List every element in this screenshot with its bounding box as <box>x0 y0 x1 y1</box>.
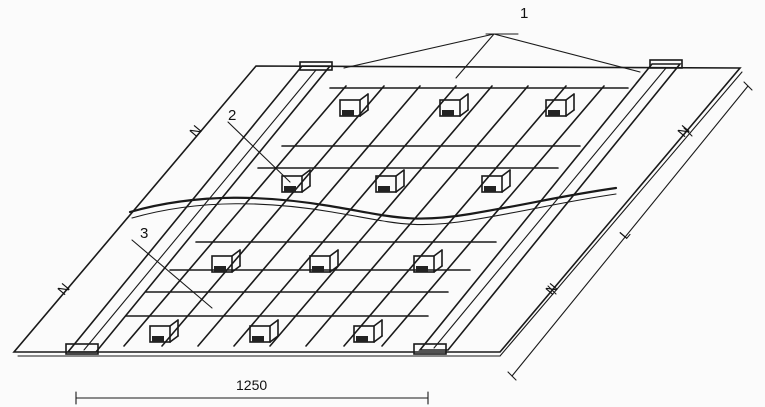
n-mark-bottom-left: N <box>54 280 73 298</box>
base-slab <box>12 65 743 357</box>
chair-5 <box>375 169 405 193</box>
chair-10 <box>149 319 179 343</box>
callout-3-label: 3 <box>140 225 148 242</box>
support-chairs <box>149 93 575 343</box>
chair-12 <box>353 319 383 343</box>
transverse-bars <box>125 87 629 317</box>
n-mark-top-left: N <box>186 122 205 140</box>
chair-9 <box>413 249 443 273</box>
callout-2-label: 2 <box>228 107 236 124</box>
chair-6 <box>481 169 511 193</box>
left-rail <box>65 61 333 355</box>
chair-2 <box>439 93 469 117</box>
n-mark-top-right: N <box>674 122 693 140</box>
right-rail <box>413 59 683 355</box>
chair-3 <box>545 93 575 117</box>
chair-11 <box>249 319 279 343</box>
chair-7 <box>211 249 241 273</box>
callout-1-label: 1 <box>520 5 528 22</box>
width-dimension-label: 1250 <box>236 377 267 393</box>
length-dimension-label: L <box>616 226 633 242</box>
chair-1 <box>339 93 369 117</box>
chair-8 <box>309 249 339 273</box>
chair-4 <box>281 169 311 193</box>
leader-lines <box>131 33 641 309</box>
dimension-lines <box>75 81 753 405</box>
break-line <box>128 186 618 226</box>
